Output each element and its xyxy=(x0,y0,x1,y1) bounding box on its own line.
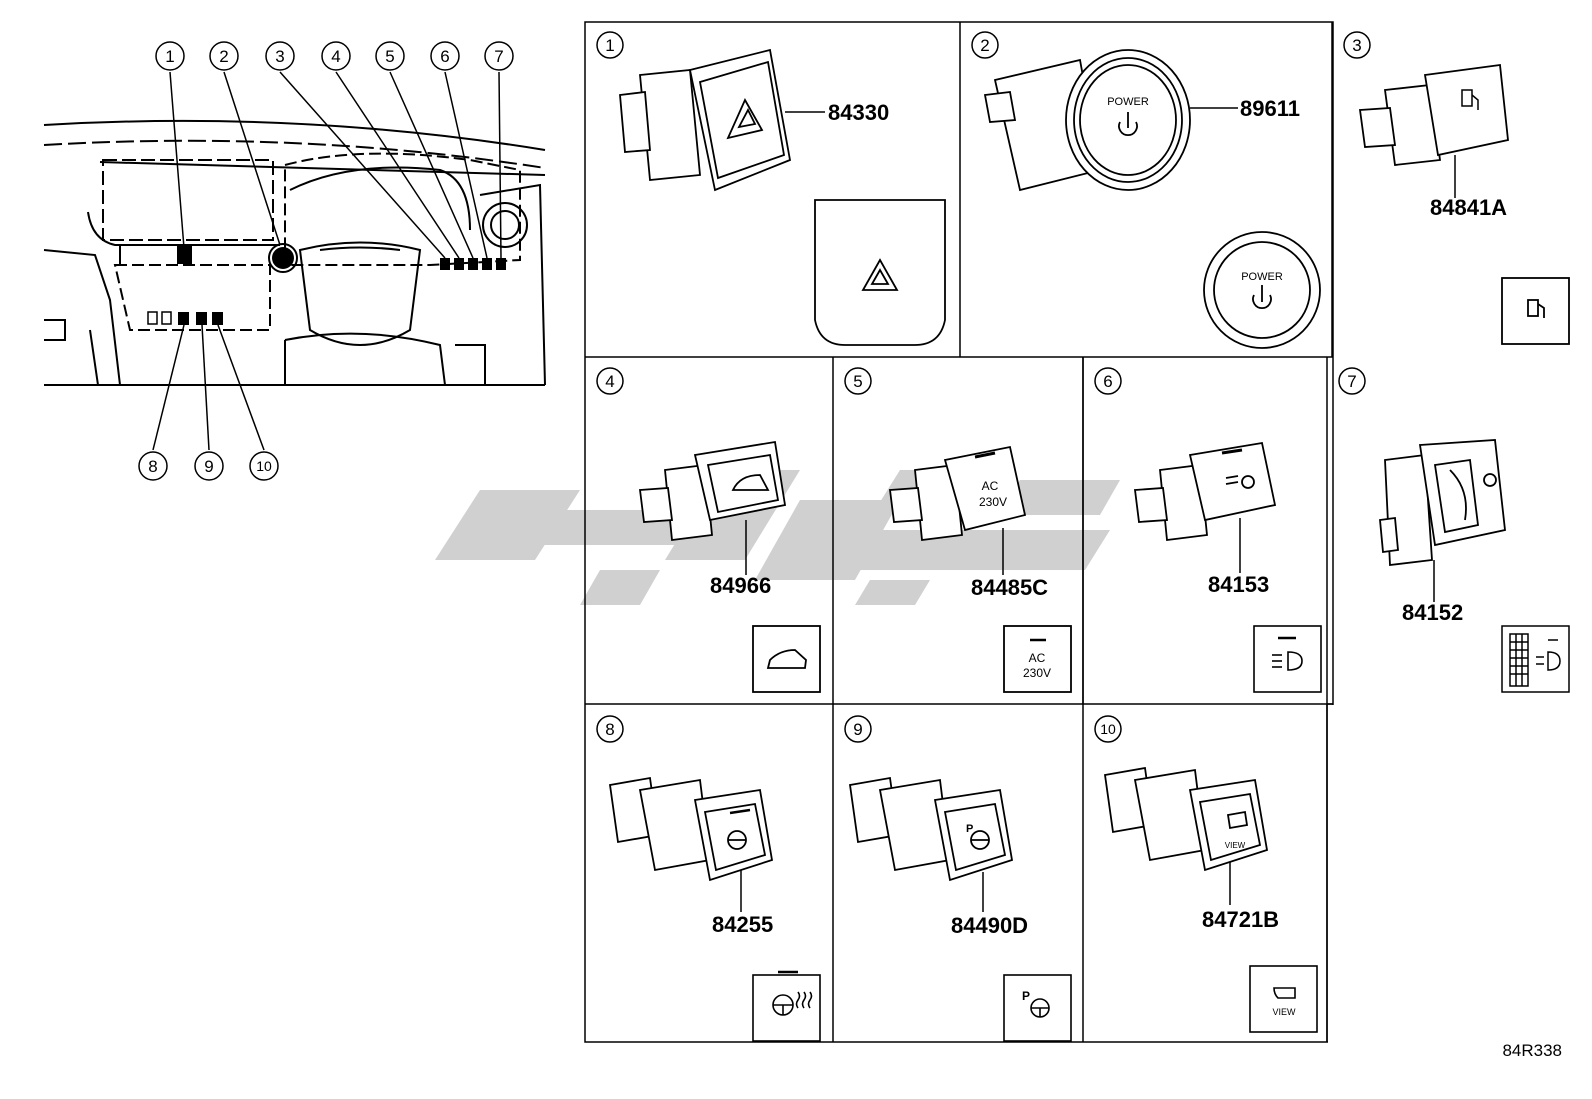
power-button-icon xyxy=(1203,231,1321,349)
svg-text:1: 1 xyxy=(605,36,614,55)
svg-text:10: 10 xyxy=(256,458,272,474)
svg-text:8: 8 xyxy=(148,457,157,476)
dashboard-overview xyxy=(43,119,546,386)
cell-10: 10 VIEW 84721B VIEW xyxy=(1094,715,1318,1033)
parking-assist-switch-drawing xyxy=(848,776,1014,882)
back-door-icon xyxy=(752,625,821,693)
watermark-logo xyxy=(435,470,1120,605)
svg-text:230V: 230V xyxy=(979,495,1007,509)
part-number-84153: 84153 xyxy=(1208,572,1269,597)
svg-text:7: 7 xyxy=(1347,372,1356,391)
hazard-icon xyxy=(814,199,946,346)
part-number-84255: 84255 xyxy=(712,912,773,937)
svg-text:6: 6 xyxy=(440,47,449,66)
dash-callouts: 1 2 3 4 5 6 7 8 9 10 xyxy=(138,41,514,481)
leader-lines xyxy=(152,71,502,451)
power-label: POWER xyxy=(1107,96,1149,108)
headlight-leveling-icon xyxy=(1501,625,1570,693)
callout-3: 3 xyxy=(265,41,295,71)
svg-text:8: 8 xyxy=(605,720,614,739)
callout-5: 5 xyxy=(375,41,405,71)
cell-8: 8 84255 xyxy=(596,715,821,1042)
auto-highbeam-icon xyxy=(1253,625,1322,693)
cell-6: 6 84153 xyxy=(1094,367,1322,693)
part-number-84721B: 84721B xyxy=(1202,907,1279,932)
svg-text:VIEW: VIEW xyxy=(1225,841,1246,850)
svg-text:2: 2 xyxy=(980,36,989,55)
svg-text:5: 5 xyxy=(853,372,862,391)
part-number-84966: 84966 xyxy=(710,573,771,598)
headlight-leveling-switch-drawing xyxy=(1379,439,1506,567)
cell-1: 1 84330 xyxy=(596,31,946,346)
svg-text:4: 4 xyxy=(605,372,614,391)
svg-text:AC: AC xyxy=(982,479,999,493)
callout-10: 10 xyxy=(249,451,279,481)
cell-5: 5 AC 230V 84485C AC 230V xyxy=(844,367,1072,693)
grid-gap xyxy=(1328,705,1334,1043)
cell-2: 2 POWER 89611 POWER xyxy=(971,31,1321,349)
ac230v-switch-drawing xyxy=(888,445,1027,542)
ac230v-icon xyxy=(1003,625,1072,693)
svg-text:7: 7 xyxy=(494,47,503,66)
part-number-84152: 84152 xyxy=(1402,600,1463,625)
view-switch-drawing xyxy=(1103,766,1269,872)
callout-8: 8 xyxy=(138,451,168,481)
auto-highbeam-switch-drawing xyxy=(1133,441,1277,542)
svg-text:3: 3 xyxy=(1352,36,1361,55)
svg-text:4: 4 xyxy=(331,47,340,66)
svg-text:1: 1 xyxy=(165,47,174,66)
fuel-switch-drawing xyxy=(1358,63,1509,166)
power-symbol-icon xyxy=(1118,112,1138,136)
cell-3: 3 84841A xyxy=(1343,31,1570,345)
part-number-84490D: 84490D xyxy=(951,913,1028,938)
callout-7: 7 xyxy=(484,41,514,71)
callout-1: 1 xyxy=(155,41,185,71)
svg-text:VIEW: VIEW xyxy=(1272,1007,1296,1017)
cell-4: 4 84966 xyxy=(596,367,821,693)
callout-2: 2 xyxy=(209,41,239,71)
steering-heater-icon xyxy=(752,970,821,1042)
svg-text:6: 6 xyxy=(1103,372,1112,391)
switch-markers xyxy=(147,243,506,325)
power-icon-label: POWER xyxy=(1241,271,1283,283)
svg-text:P: P xyxy=(1022,989,1030,1003)
callout-4: 4 xyxy=(321,41,351,71)
svg-text:9: 9 xyxy=(853,720,862,739)
diagram-reference: 84R338 xyxy=(1502,1041,1562,1060)
fuel-icon xyxy=(1501,277,1570,345)
steering-heater-switch-drawing xyxy=(608,776,774,882)
cell-7: 7 84152 xyxy=(1338,367,1570,693)
svg-text:3: 3 xyxy=(275,47,284,66)
parking-assist-icon xyxy=(1003,974,1072,1042)
svg-text:10: 10 xyxy=(1100,721,1116,737)
fuel-pump-icon xyxy=(1461,89,1479,110)
part-number-89611: 89611 xyxy=(1240,96,1300,121)
svg-text:5: 5 xyxy=(385,47,394,66)
svg-text:230V: 230V xyxy=(1023,666,1051,680)
callout-6: 6 xyxy=(430,41,460,71)
cell-9: 9 P 84490D P xyxy=(844,715,1072,1042)
svg-text:2: 2 xyxy=(219,47,228,66)
power-switch-drawing xyxy=(983,49,1191,192)
svg-text:AC: AC xyxy=(1029,651,1046,665)
svg-text:P: P xyxy=(966,823,973,835)
part-number-84841A: 84841A xyxy=(1430,195,1507,220)
svg-text:9: 9 xyxy=(204,457,213,476)
back-door-switch-drawing xyxy=(638,440,787,542)
part-number-84330: 84330 xyxy=(828,100,889,125)
parts-grid xyxy=(584,21,1334,1043)
hazard-switch-drawing xyxy=(619,48,792,192)
part-number-84485C: 84485C xyxy=(971,575,1048,600)
callout-9: 9 xyxy=(194,451,224,481)
view-icon xyxy=(1249,965,1318,1033)
